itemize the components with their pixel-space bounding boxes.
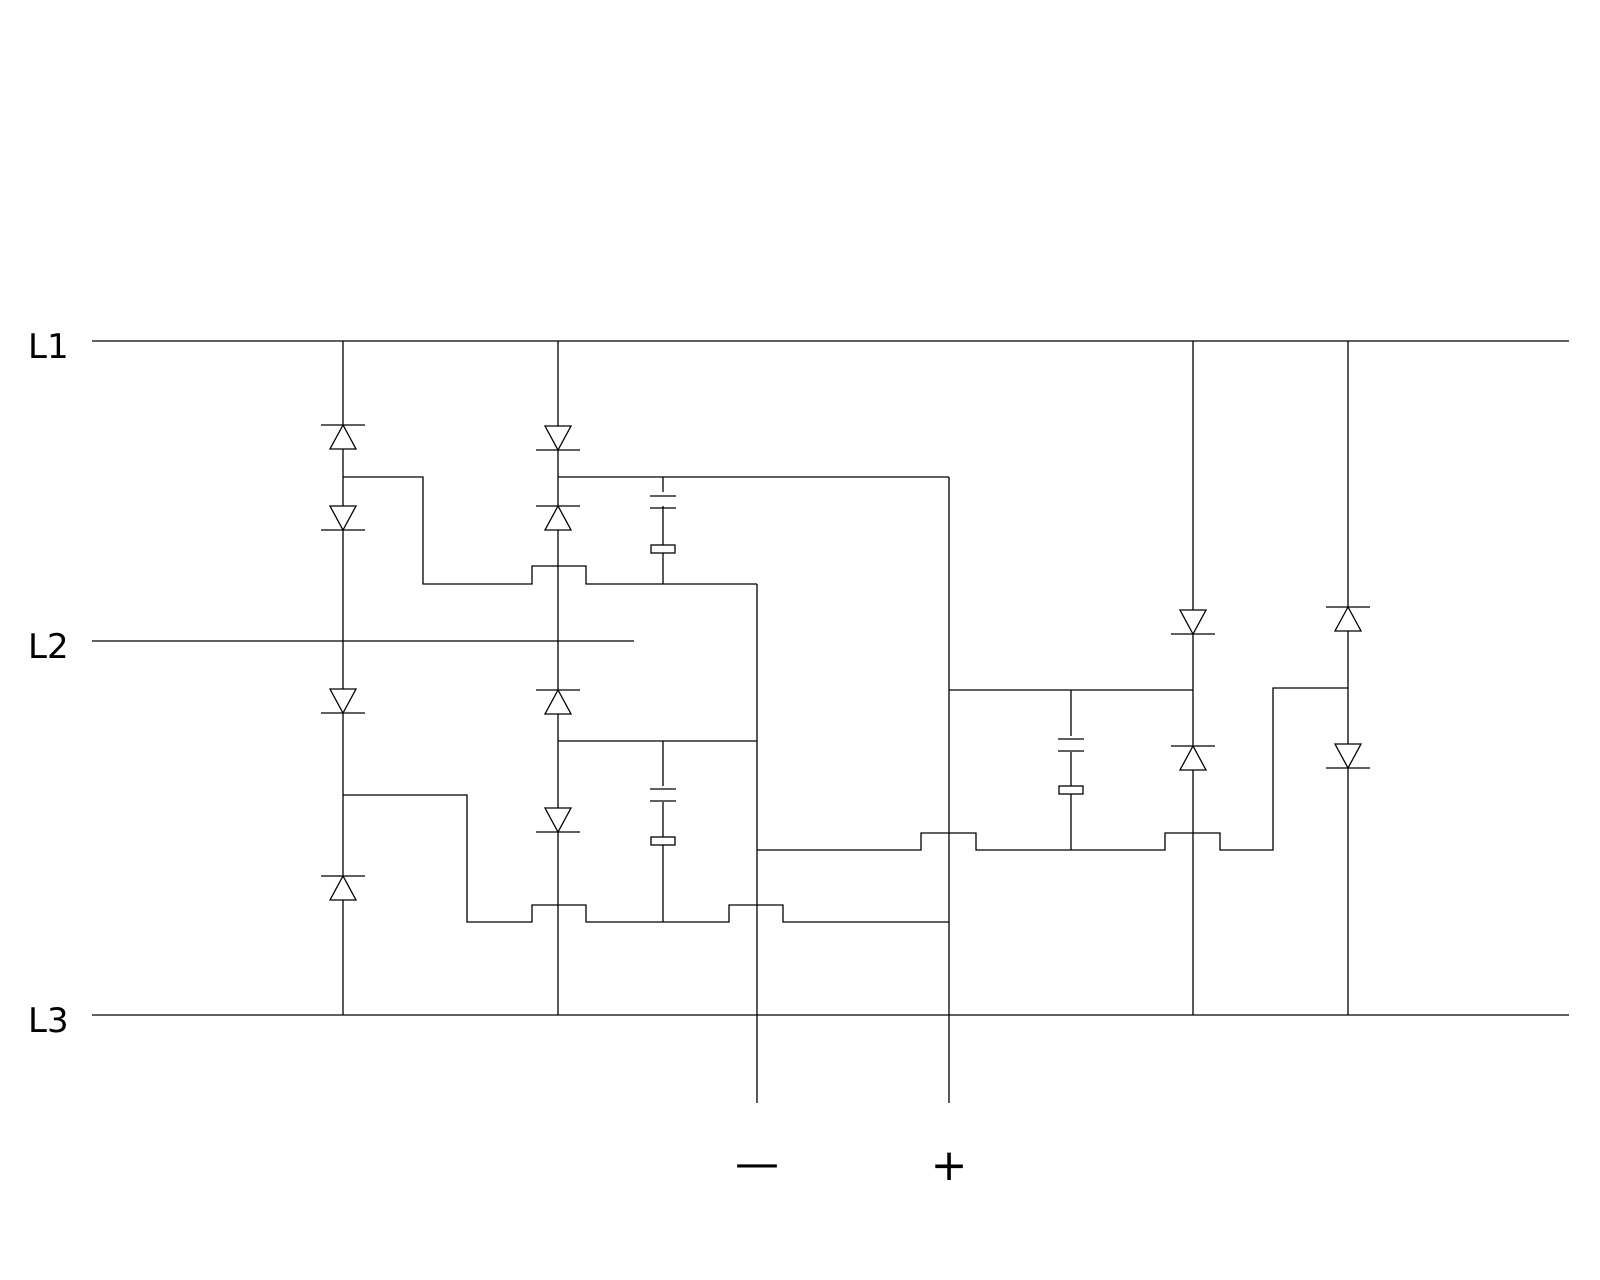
lower-crossover-wire — [343, 794, 949, 923]
diode-d2 — [1326, 743, 1370, 770]
diode-a4 — [321, 874, 365, 901]
terminal-positive-label: + — [931, 1140, 968, 1191]
label-l3: L3 — [28, 1001, 69, 1041]
diode-b4 — [536, 807, 580, 834]
bus-lines — [92, 340, 1569, 1016]
label-l2: L2 — [28, 627, 69, 667]
interconnect-wires — [343, 476, 1348, 923]
label-l1: L1 — [28, 327, 69, 367]
capacitors — [648, 492, 1086, 846]
diodes — [321, 423, 1370, 901]
diode-d1 — [1326, 605, 1370, 632]
terminal-negative-label: — — [735, 1138, 779, 1189]
resistor-right — [1058, 785, 1084, 795]
diode-b3 — [536, 688, 580, 715]
right-negative-wire — [757, 687, 1348, 851]
vertical-wires — [342, 341, 1349, 1103]
capacitor-right — [1056, 736, 1086, 795]
upper-crossover-wire — [343, 476, 757, 585]
diode-a2 — [321, 505, 365, 532]
diode-c2 — [1171, 744, 1215, 771]
resistor-upper — [650, 544, 676, 554]
diode-a3 — [321, 688, 365, 715]
capacitor-lower — [648, 786, 678, 846]
diode-b1 — [536, 425, 580, 452]
resistor-lower — [650, 836, 676, 846]
diode-b2 — [536, 504, 580, 531]
capacitor-upper — [648, 492, 678, 554]
diode-c1 — [1171, 609, 1215, 636]
diode-a1 — [321, 423, 365, 450]
